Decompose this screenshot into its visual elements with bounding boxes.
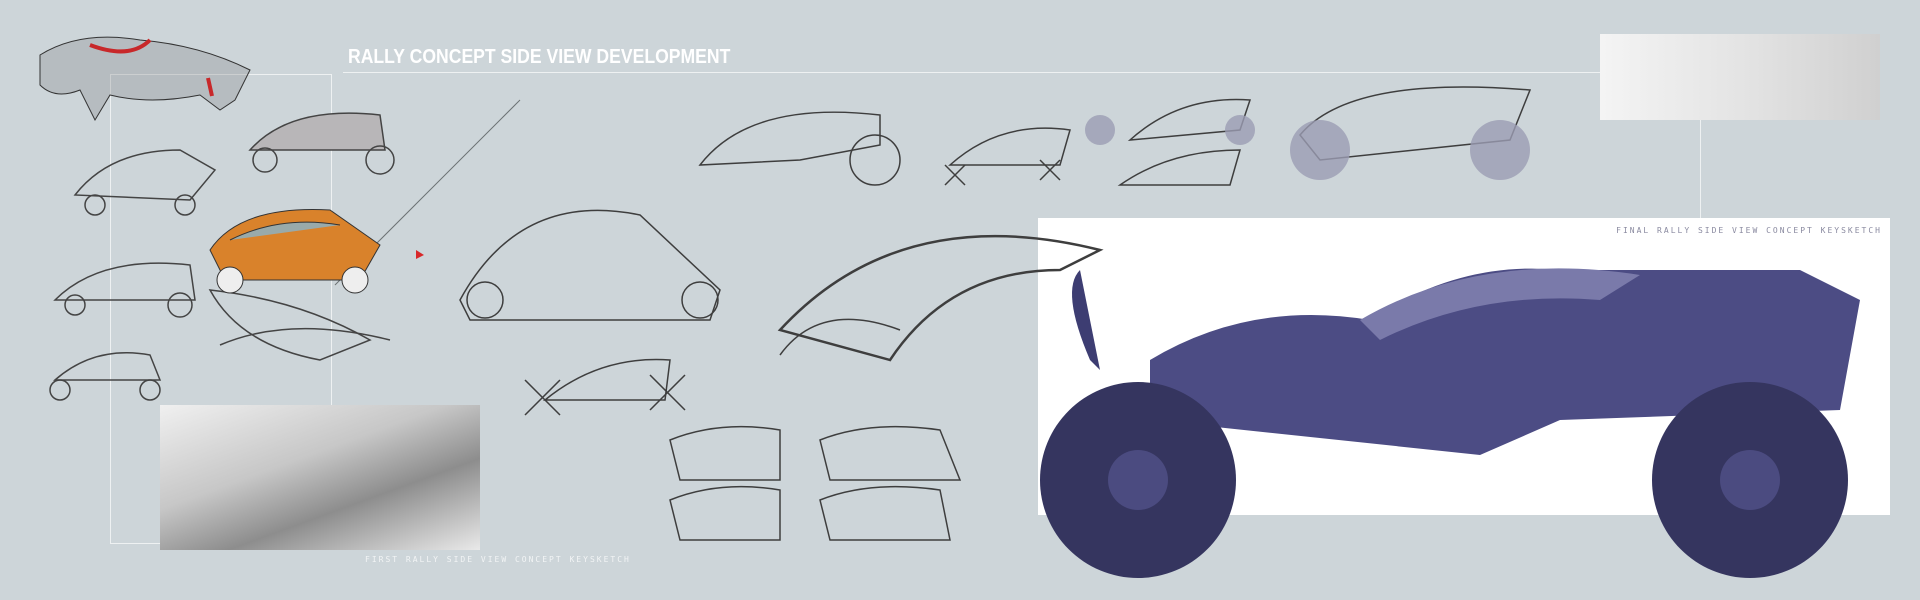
final-buggy-render <box>1040 268 1860 578</box>
inspiration-photo-dancer <box>1600 34 1880 120</box>
board-title: RALLY CONCEPT SIDE VIEW DEVELOPMENT <box>348 46 731 68</box>
red-arrow-marker <box>416 250 424 259</box>
marker-circles <box>1085 115 1530 180</box>
sketch-group-center <box>459 86 1532 541</box>
first-keysketch-caption: FIRST RALLY SIDE VIEW CONCEPT KEYSKETCH <box>365 555 631 564</box>
final-keysketch-caption: FINAL RALLY SIDE VIEW CONCEPT KEYSKETCH <box>1616 226 1882 235</box>
sketch-group-left <box>49 112 395 401</box>
first-keysketch-render <box>160 405 480 550</box>
bull-sketch <box>39 36 251 122</box>
orange-concept-sketch <box>209 209 381 294</box>
